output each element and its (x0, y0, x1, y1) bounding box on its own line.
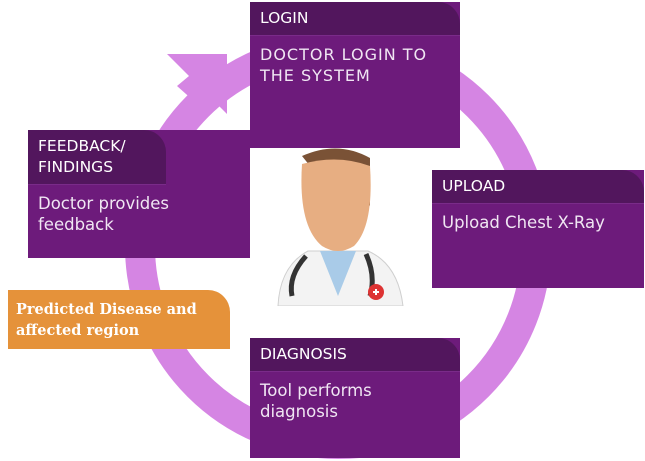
doctor-avatar-icon (277, 148, 404, 306)
step-description: Tool performs diagnosis (260, 381, 372, 421)
step-description: Doctor login to the system (260, 45, 428, 85)
step-title: FEEDBACK/ FINDINGS (28, 130, 166, 185)
step-title: DIAGNOSIS (250, 338, 460, 372)
step-card-login: LOGIN Doctor login to the system (250, 2, 460, 148)
step-title: LOGIN (250, 2, 460, 36)
predicted-disease-label: Predicted Disease and affected region (8, 290, 230, 349)
step-description: Upload Chest X-Ray (442, 213, 605, 232)
cycle-arrow-head-icon (167, 54, 227, 114)
step-card-feedback: FEEDBACK/ FINDINGS Doctor provides feedb… (28, 130, 250, 258)
step-card-diagnosis: DIAGNOSIS Tool performs diagnosis (250, 338, 460, 458)
step-card-upload: UPLOAD Upload Chest X-Ray (432, 170, 644, 288)
step-title: UPLOAD (432, 170, 644, 204)
step-description: Doctor provides feedback (38, 194, 170, 234)
